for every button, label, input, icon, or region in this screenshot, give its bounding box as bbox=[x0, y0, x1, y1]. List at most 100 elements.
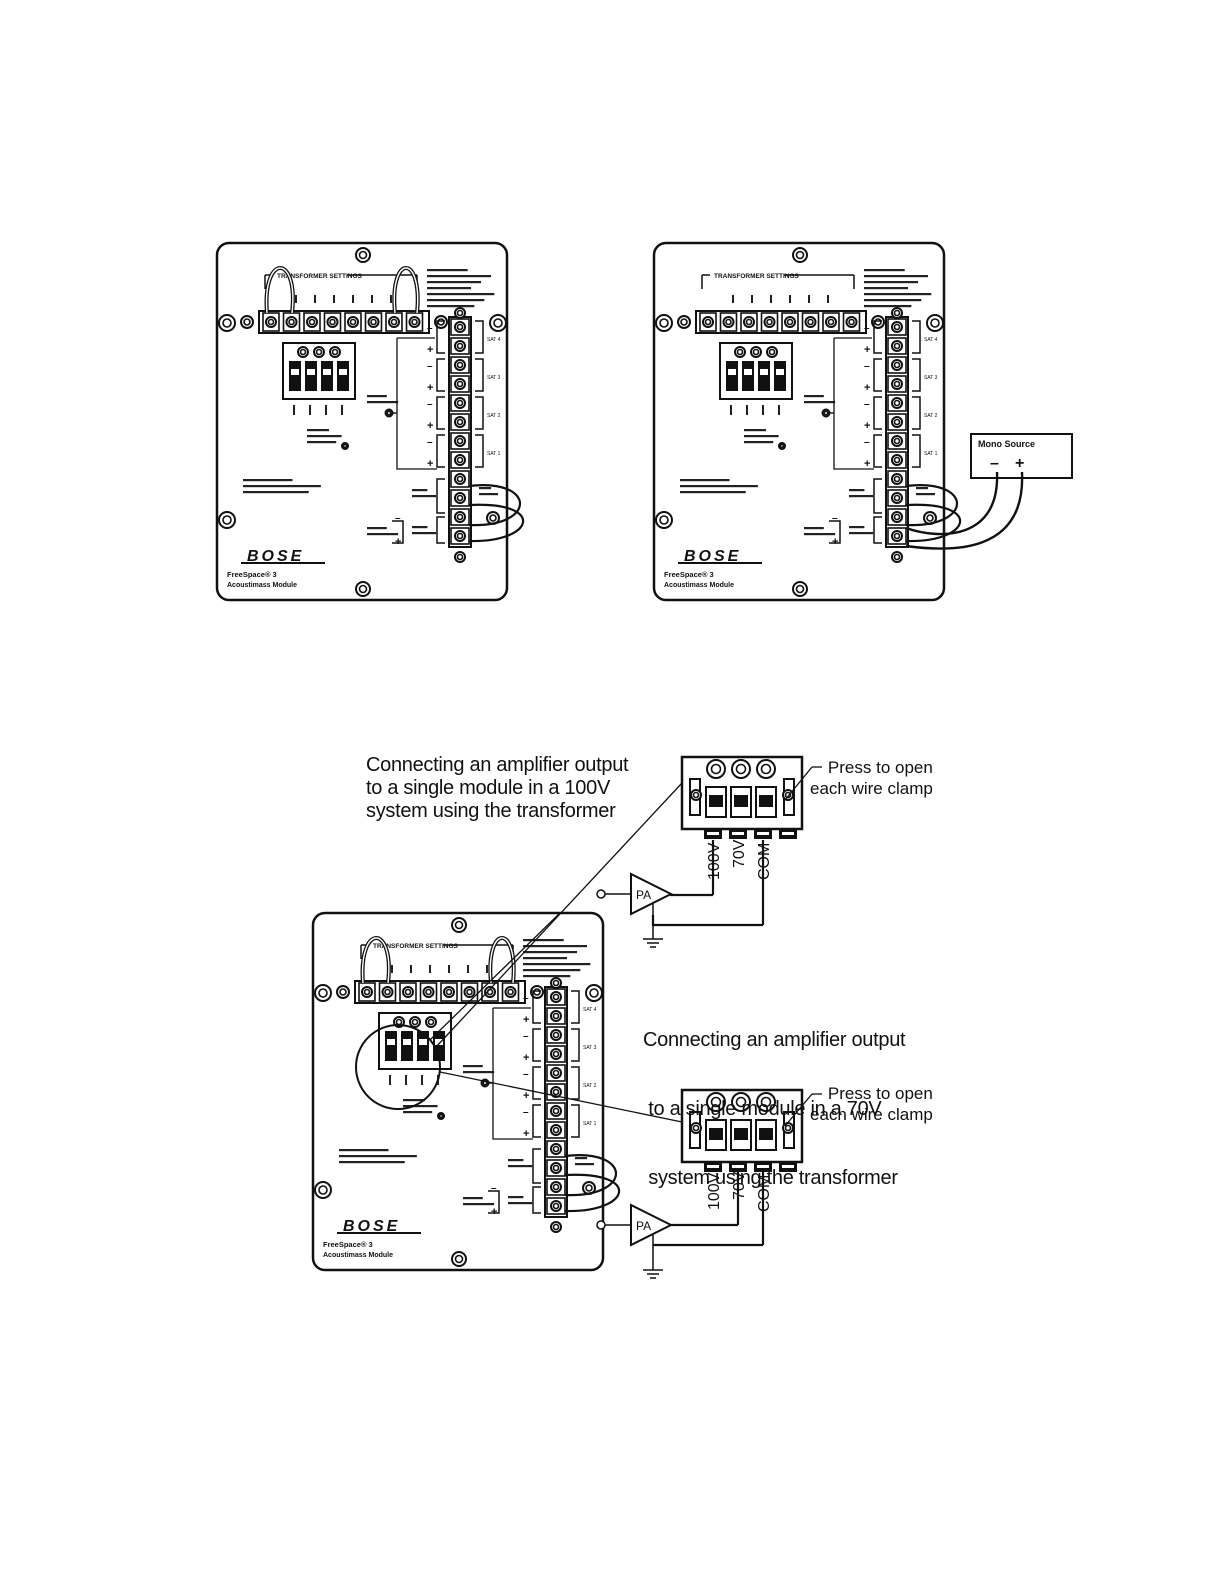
callout-leader-100v bbox=[784, 766, 813, 801]
jumper-note-text bbox=[864, 293, 932, 296]
screw-hole-inner bbox=[456, 532, 464, 540]
jumper-note-text bbox=[523, 939, 564, 942]
sat-bracket bbox=[873, 434, 882, 468]
screw-hole-inner bbox=[874, 318, 882, 326]
mount-hole-left-upper bbox=[218, 314, 236, 332]
terminal-screw bbox=[784, 316, 796, 328]
transformer-settings-label: TRANSFORMER SETTINGS bbox=[714, 273, 800, 280]
clamp-lever bbox=[289, 361, 301, 391]
product-name-line2: Acoustimass Module bbox=[323, 1252, 393, 1259]
screw-hole-inner bbox=[456, 513, 464, 521]
magnifier-circle bbox=[355, 1024, 441, 1110]
input-4-8-label-text bbox=[575, 1157, 588, 1160]
label-com-b: COM bbox=[756, 1175, 773, 1212]
clamp-screw bbox=[734, 346, 746, 358]
sat-bracket bbox=[873, 320, 882, 354]
clamp-lever bbox=[758, 361, 770, 391]
sat-plus: + bbox=[864, 420, 870, 432]
caption-100v-line2: to a single module in a 100V bbox=[366, 777, 610, 799]
screw-hole-inner bbox=[358, 584, 368, 594]
caption-70v-line1: Connecting an amplifier output bbox=[643, 1029, 906, 1051]
stereo-ch1-label-text bbox=[849, 495, 874, 498]
mono-amp-plus: + bbox=[491, 1206, 497, 1218]
screw-hole-inner bbox=[411, 318, 418, 326]
clamp-screw bbox=[750, 346, 762, 358]
jumper-note-text bbox=[427, 275, 492, 278]
terminal-screw bbox=[550, 1124, 562, 1136]
screw-hole-inner bbox=[267, 318, 275, 326]
clamp-lever-window bbox=[734, 1128, 748, 1140]
jumper-note-text bbox=[427, 305, 475, 308]
screw-hole-inner bbox=[425, 988, 432, 996]
tap-label bbox=[467, 965, 469, 973]
sat-plus: + bbox=[864, 344, 870, 356]
clamp-screw bbox=[731, 1092, 751, 1112]
screw-hole-inner bbox=[358, 250, 368, 260]
bose-logo: BOSE bbox=[343, 1218, 400, 1235]
product-name-line1: FreeSpace® 3 bbox=[227, 570, 277, 579]
mono-amplifier-label-text bbox=[804, 533, 836, 536]
label-100v: 100V bbox=[706, 842, 723, 880]
mount-hole-bottom bbox=[451, 1251, 467, 1267]
screw-hole-inner bbox=[735, 1096, 747, 1108]
clamp-screw bbox=[329, 346, 341, 358]
ch-bracket bbox=[873, 478, 882, 514]
screw-hole-inner bbox=[589, 988, 599, 998]
screw-hole-inner bbox=[893, 380, 901, 388]
internal-wire bbox=[833, 337, 874, 470]
clamp-lever-window bbox=[435, 1039, 443, 1045]
jumper-note-text bbox=[427, 269, 468, 272]
sat-bracket bbox=[436, 320, 445, 354]
refer-manual-text bbox=[339, 1155, 417, 1158]
ch-bracket bbox=[532, 1186, 541, 1214]
terminal-screw bbox=[454, 473, 466, 485]
sat-bracket bbox=[873, 358, 882, 392]
terminal-screw bbox=[381, 986, 394, 998]
screw-hole-inner bbox=[893, 494, 901, 502]
terminal-screw bbox=[743, 316, 755, 328]
clamp-lever bbox=[742, 361, 754, 391]
clamp-tap-label bbox=[341, 405, 343, 415]
terminal-screw bbox=[550, 1029, 562, 1041]
callout-press-70v: Press to open each wire clamp bbox=[810, 1083, 933, 1125]
screw-hole-inner bbox=[308, 318, 316, 326]
tap-label bbox=[371, 295, 373, 303]
input-4-8-label-text bbox=[916, 493, 936, 496]
screw-hole-inner bbox=[552, 1145, 560, 1153]
jumper-note-text bbox=[427, 281, 482, 284]
screw-hole-inner bbox=[456, 342, 464, 350]
clamp-screw bbox=[706, 1092, 726, 1112]
tap-label bbox=[410, 965, 412, 973]
magnifier-leader-100v bbox=[435, 782, 683, 1048]
screw-hole-inner bbox=[552, 1202, 560, 1210]
stereo-ch1-label-text bbox=[508, 1165, 533, 1168]
screw-hole-inner bbox=[760, 1096, 772, 1108]
screw-hole-inner bbox=[456, 437, 464, 445]
terminal-screw bbox=[891, 530, 903, 542]
screw-hole-inner bbox=[893, 475, 901, 483]
screw-hole-inner bbox=[456, 475, 464, 483]
clamp-tap-label bbox=[293, 405, 295, 415]
screw-hole-inner bbox=[766, 318, 773, 326]
sat-bracket bbox=[571, 990, 580, 1024]
screw-hole-inner bbox=[827, 318, 835, 326]
label-com: COM bbox=[756, 843, 773, 880]
caption-70v: Connecting an amplifier output to a sing… bbox=[643, 983, 906, 1236]
clamp-screw bbox=[706, 759, 726, 779]
screw-hole-inner bbox=[552, 1050, 560, 1058]
magnifier-leader-100v-2 bbox=[429, 912, 561, 1041]
terminal-screw bbox=[454, 416, 466, 428]
terminal-screw bbox=[454, 397, 466, 409]
sat-label: SAT 3 bbox=[583, 1045, 597, 1051]
terminal-screw bbox=[702, 316, 714, 328]
label-70v-b: 70V bbox=[731, 1171, 748, 1200]
screw-hole-inner bbox=[893, 399, 901, 407]
mono-input-label-text bbox=[403, 1105, 438, 1108]
module-bottom: TRANSFORMER SETTINGS–+SAT 4–+SAT 3–+SAT … bbox=[311, 911, 621, 1272]
mono-source-box bbox=[970, 433, 1073, 479]
jumper-note-text bbox=[427, 293, 495, 296]
input-loop-wire bbox=[468, 503, 525, 543]
screw-hole-inner bbox=[331, 348, 339, 356]
callout-press-100v: Press to open each wire clamp bbox=[810, 757, 933, 799]
amplifier-label: PA bbox=[636, 1219, 651, 1233]
